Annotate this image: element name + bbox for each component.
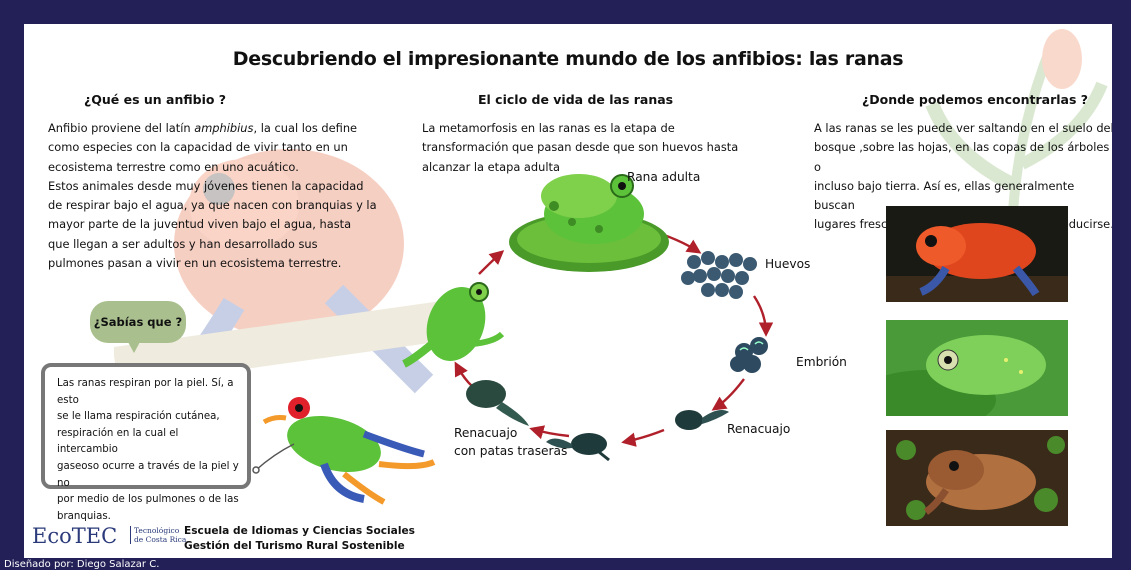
text-line: branquias.: [57, 510, 111, 522]
school-name: Escuela de Idiomas y Ciencias Sociales: [184, 525, 415, 537]
school-info: Escuela de Idiomas y Ciencias Sociales G…: [184, 524, 415, 554]
froglet-tadpole-illustration: [466, 380, 529, 426]
tadpole-with-legs-illustration: [546, 433, 610, 462]
text-line: bosque ,sobre las hojas, en las copas de…: [814, 140, 1110, 174]
label-embryo: Embrión: [796, 355, 847, 369]
label-adult-frog: Rana adulta: [627, 170, 701, 184]
text-line: alcanzar la etapa adulta: [422, 159, 560, 174]
life-cycle-diagram: [252, 174, 774, 505]
text-line: de respirar bajo el agua, ya que nacen c…: [48, 198, 377, 213]
eggs-illustration: [681, 251, 757, 299]
red-eyed-tree-frog-illustration: [262, 397, 436, 505]
background-frog-image: [114, 149, 444, 394]
did-you-know-fact-box: Las ranas respiran por la piel. Sí, a es…: [41, 363, 251, 522]
arrow-embryo-to-tadpole: [711, 378, 745, 411]
label-tadpole: Renacuajo: [727, 422, 791, 436]
photo-strawberry-poison-frog: [886, 206, 1068, 302]
designer-credit: Diseñado por: Diego Salazar C.: [4, 559, 160, 570]
heading-where-to-find: ¿Donde podemos encontrarlas ?: [862, 92, 1089, 107]
text-line: transformación que pasan desde que son h…: [422, 140, 739, 155]
logo-subtitle: Tecnológico de Costa Rica: [130, 526, 186, 544]
text-line: que llegan a ser adultos y han desarroll…: [48, 236, 318, 251]
photo-glass-frog: [886, 320, 1068, 416]
text-line: Las ranas respiran por la piel. Sí, a es…: [57, 378, 234, 406]
arrow-legs-to-froglet: [529, 425, 570, 440]
text-line: incluso bajo tierra. Así es, ellas gener…: [814, 178, 1075, 213]
fact-connector-line: [255, 443, 295, 471]
tadpole-illustration: [675, 410, 729, 430]
text-line: A las ranas se les puede ver saltando en…: [814, 121, 1112, 135]
amphibian-definition-text: Anfibio proviene del latín amphibius, la…: [48, 119, 388, 273]
text-line: pulmones pasan a vivir en un ecosistema …: [48, 256, 342, 271]
text-line: como especies con la capacidad de vivir …: [48, 140, 348, 155]
text-line: mayor parte de la juventud viven bajo el…: [48, 217, 352, 232]
ecotec-logo: EcoTEC: [32, 524, 118, 548]
heading-life-cycle: El ciclo de vida de las ranas: [478, 92, 674, 107]
heading-what-is-amphibian: ¿Qué es un anfibio ?: [84, 92, 227, 107]
text-line: Estos animales desde muy jóvenes tienen …: [48, 178, 364, 193]
adult-frog-illustration: [509, 174, 669, 272]
froglet-illustration: [402, 282, 505, 368]
did-you-know-bubble: ¿Sabías que ?: [90, 301, 186, 353]
text-line: respiración en la cual el intercambio: [57, 427, 179, 456]
arrow-eggs-to-embryo: [753, 295, 774, 337]
arrow-froglet-to-adult: [478, 250, 505, 275]
arrow-tadpole-to-legs: [621, 428, 665, 447]
text-line: se le llama respiración cutánea,: [57, 411, 220, 423]
program-name: Gestión del Turismo Rural Sostenible: [184, 540, 405, 552]
infographic-page: Descubriendo el impresionante mundo de l…: [24, 24, 1112, 558]
embryo-illustration: [730, 337, 768, 373]
photo-brown-frog: [886, 430, 1068, 526]
text-line: por medio de los pulmones o de las: [57, 494, 239, 506]
life-cycle-intro-text: La metamorfosis en las ranas es la etapa…: [422, 119, 752, 177]
arrow-tadpole-legs-to-froglet: [454, 361, 473, 387]
label-tadpole-with-legs: Renacuajo con patas traseras: [454, 426, 568, 458]
text-line: gaseoso ocurre a través de la piel y no: [57, 460, 239, 489]
text-line: La metamorfosis en las ranas es la etapa…: [422, 121, 675, 135]
label-eggs: Huevos: [765, 257, 811, 271]
latin-term: amphibius: [194, 121, 254, 135]
text-line: Anfibio proviene del latín amphibius, la…: [48, 121, 358, 135]
page-title: Descubriendo el impresionante mundo de l…: [232, 48, 904, 70]
text-line: ecosistema terrestre como en uno acuátic…: [48, 159, 299, 174]
